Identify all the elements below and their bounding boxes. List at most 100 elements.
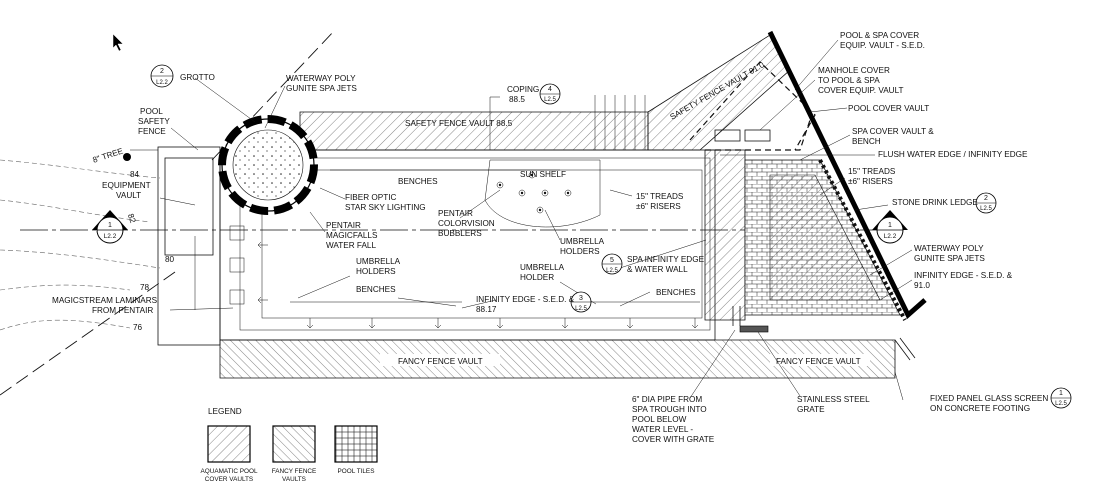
ref-bubble-infinity [570, 291, 592, 313]
contour-80: 80 [165, 255, 175, 264]
section-left-sheet: L2.2 [104, 233, 117, 240]
bubblers [496, 171, 572, 214]
pool-cover-vault-label: POOL COVER VAULT [848, 104, 929, 113]
umbrella-holders-label-2: HOLDERS [560, 247, 600, 256]
contour-78: 78 [140, 283, 150, 292]
ref-bubble-grotto [150, 64, 174, 88]
legend-item-1-label-2: COVER VAULTS [205, 476, 253, 483]
spa-dashed-boundary [705, 119, 811, 151]
spa-infinity-ref-number: 5 [610, 257, 614, 264]
sun-shelf [484, 159, 601, 228]
stone-drink-label: STONE DRINK LEDGE [892, 198, 978, 207]
coping-ref-number: 4 [548, 86, 552, 93]
spa-infinity-label: SPA INFINITY EDGE [627, 255, 705, 264]
treads-top-label-2: ±6" RISERS [636, 202, 681, 211]
ref-bubble-glass [1050, 387, 1072, 409]
equipment-vault [157, 146, 221, 346]
pool-spa-cover-label-2: EQUIP. VAULT - S.E.D. [840, 41, 925, 50]
equipment-vault-label: EQUIPMENT [102, 181, 151, 190]
laminar-3 [229, 289, 245, 305]
magicstream-label: MAGICSTREAM LAMINARS [52, 296, 158, 305]
legend-item-2-label: FANCY FENCE [272, 468, 317, 475]
coping-elevation: 88.5 [509, 95, 525, 104]
pentair-colorvision-label: PENTAIR [438, 209, 473, 218]
stainless-label: STAINLESS STEEL [797, 395, 870, 404]
spa-drink-ledge [769, 174, 881, 301]
flush-water-edge-label: FLUSH WATER EDGE / INFINITY EDGE [878, 150, 1028, 159]
manhole-cover-1 [714, 129, 741, 142]
waterway-right-label-2: GUNITE SPA JETS [914, 254, 985, 263]
legend-swatch-pool-tiles [334, 425, 378, 463]
infinity-ref-number: 3 [579, 295, 583, 302]
sun-shelf-label: SUN SHELF [520, 170, 566, 179]
contour-84: 84 [130, 170, 140, 179]
stone-drink-ref-number: 2 [984, 195, 988, 202]
tree-symbol [123, 153, 131, 161]
glass-ref-sheet: L2.5 [1055, 401, 1067, 407]
manhole-label: MANHOLE COVER [818, 66, 890, 75]
pentair-colorvision-label-3: BUBBLERS [438, 229, 482, 238]
coping-ref-sheet: L2.5 [544, 97, 556, 103]
section-right-number: 1 [888, 222, 892, 229]
waterway-right-label: WATERWAY POLY [914, 244, 984, 253]
stainless-grate [739, 325, 769, 333]
legend-title: LEGEND [208, 407, 242, 416]
spa-infinity-label-2: & WATER WALL [627, 265, 688, 274]
waterway-poly-label: WATERWAY POLY [286, 74, 356, 83]
leader-lines [130, 39, 913, 401]
umbrella-holder-label-2: HOLDER [520, 273, 554, 282]
tree-label: 8" TREE [92, 146, 125, 164]
safety-fence-vault-top [299, 111, 649, 151]
pool-safety-fence-label-2: SAFETY [138, 117, 170, 126]
fancy-fence-label-bg-left [380, 354, 500, 366]
pool-spa-cover-label: POOL & SPA COVER [840, 31, 919, 40]
legend-swatch-cover-vaults [207, 425, 251, 463]
glass-screen-label: FIXED PANEL GLASS SCREEN [930, 394, 1048, 403]
infinity-edge-a-label: INFINITY EDGE - S.E.D. & [476, 295, 575, 304]
pentair-colorvision-label-2: COLORVISION [438, 219, 495, 228]
spa-pipe [732, 306, 741, 326]
benches-bottom-right-label: BENCHES [656, 288, 696, 297]
laminar-2 [229, 257, 245, 273]
grotto-ref-number: 2 [160, 68, 164, 75]
safety-fence-vault-885-label: SAFETY FENCE VAULT 88.5 [405, 119, 513, 128]
right-edge-fence [894, 337, 916, 361]
fiber-optic-label: FIBER OPTIC [345, 193, 396, 202]
section-marker-left [92, 210, 128, 244]
manhole-cover-2 [744, 129, 771, 142]
legend-item-2-label-2: VAULTS [282, 476, 306, 483]
section-marker-right [872, 210, 908, 244]
waterway-poly-label-2: GUNITE SPA JETS [286, 84, 357, 93]
fancy-fence-label-bg-right [770, 354, 870, 366]
infinity-edge-b-label: INFINITY EDGE - S.E.D. & [914, 271, 1013, 280]
spa-infinity-ref-sheet: L2.5 [606, 268, 618, 274]
infinity-edge-a-elevation: 88.17 [476, 305, 497, 314]
manhole-label-3: COVER EQUIP. VAULT [818, 86, 904, 95]
grotto-label: GROTTO [180, 73, 215, 82]
mouse-cursor-icon [112, 33, 124, 52]
fancy-fence-vault-left-label: FANCY FENCE VAULT [398, 357, 483, 366]
spa-cover-vault-label: SPA COVER VAULT & [852, 127, 934, 136]
contour-76: 76 [133, 323, 143, 332]
laminar-1 [229, 225, 245, 241]
property-line [0, 271, 176, 396]
pool-safety-fence-label: POOL [140, 107, 163, 116]
coping-label: COPING [507, 85, 539, 94]
pipe-label: 6" DIA PIPE FROM [632, 395, 702, 404]
benches-bottom-left-label: BENCHES [356, 285, 396, 294]
pipe-label-5: COVER WITH GRATE [632, 435, 715, 444]
spa-vault-hatch [704, 149, 746, 321]
umbrella-holders-left-label-2: HOLDERS [356, 267, 396, 276]
contour-lines [0, 159, 161, 331]
benches-top-label: BENCHES [398, 177, 438, 186]
glass-screen-label-2: ON CONCRETE FOOTING [930, 404, 1030, 413]
infinity-edge-arrows [257, 176, 699, 329]
pipe-label-4: WATER LEVEL - [632, 425, 693, 434]
glass-ref-number: 1 [1059, 390, 1063, 397]
pipe-label-2: SPA TROUGH INTO [632, 405, 707, 414]
infinity-ref-sheet: L2.5 [575, 306, 587, 312]
grotto-ref-sheet: L2.2 [156, 80, 168, 86]
grotto [218, 115, 318, 215]
stainless-label-2: GRATE [797, 405, 825, 414]
ref-bubble-spa-infinity [601, 253, 623, 275]
